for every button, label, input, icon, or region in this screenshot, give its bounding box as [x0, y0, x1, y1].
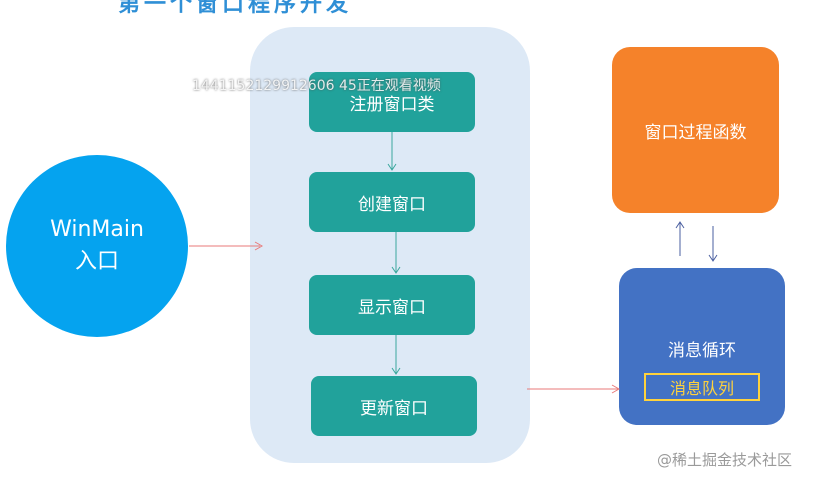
step-label: 注册窗口类 [349, 94, 435, 115]
arrow-step2-to-step3 [391, 232, 401, 274]
entry-line1: WinMain [50, 217, 144, 242]
arrow-entry-to-panel [189, 241, 264, 251]
brand-watermark: @稀土掘金技术社区 [657, 451, 793, 469]
message-loop-node: 消息循环 消息队列 [619, 268, 785, 425]
arrow-proc-to-loop [708, 226, 718, 262]
arrow-step1-to-step2 [387, 132, 397, 171]
window-procedure-label: 窗口过程函数 [644, 122, 747, 143]
winmain-entry-node: WinMain 入口 [6, 155, 188, 337]
message-loop-label: 消息循环 [668, 341, 736, 361]
arrow-loop-to-proc [675, 221, 685, 256]
step-create-window: 创建窗口 [309, 172, 475, 232]
message-queue-box: 消息队列 [644, 373, 760, 401]
step-label: 更新窗口 [360, 398, 428, 419]
step-label: 显示窗口 [358, 297, 426, 318]
step-register-class: 注册窗口类 [309, 72, 475, 132]
entry-line2: 入口 [74, 249, 119, 274]
viewer-count-watermark: 1441152129912606 45正在观看视频 [192, 78, 441, 94]
page-title-fragment: 第一个窗口程序开发 [118, 0, 353, 17]
step-show-window: 显示窗口 [309, 275, 475, 335]
message-queue-label: 消息队列 [669, 379, 734, 398]
window-procedure-node: 窗口过程函数 [612, 47, 779, 213]
arrow-panel-to-message-loop [527, 384, 621, 394]
step-update-window: 更新窗口 [311, 376, 477, 436]
step-label: 创建窗口 [358, 194, 426, 215]
arrow-step3-to-step4 [391, 335, 401, 375]
